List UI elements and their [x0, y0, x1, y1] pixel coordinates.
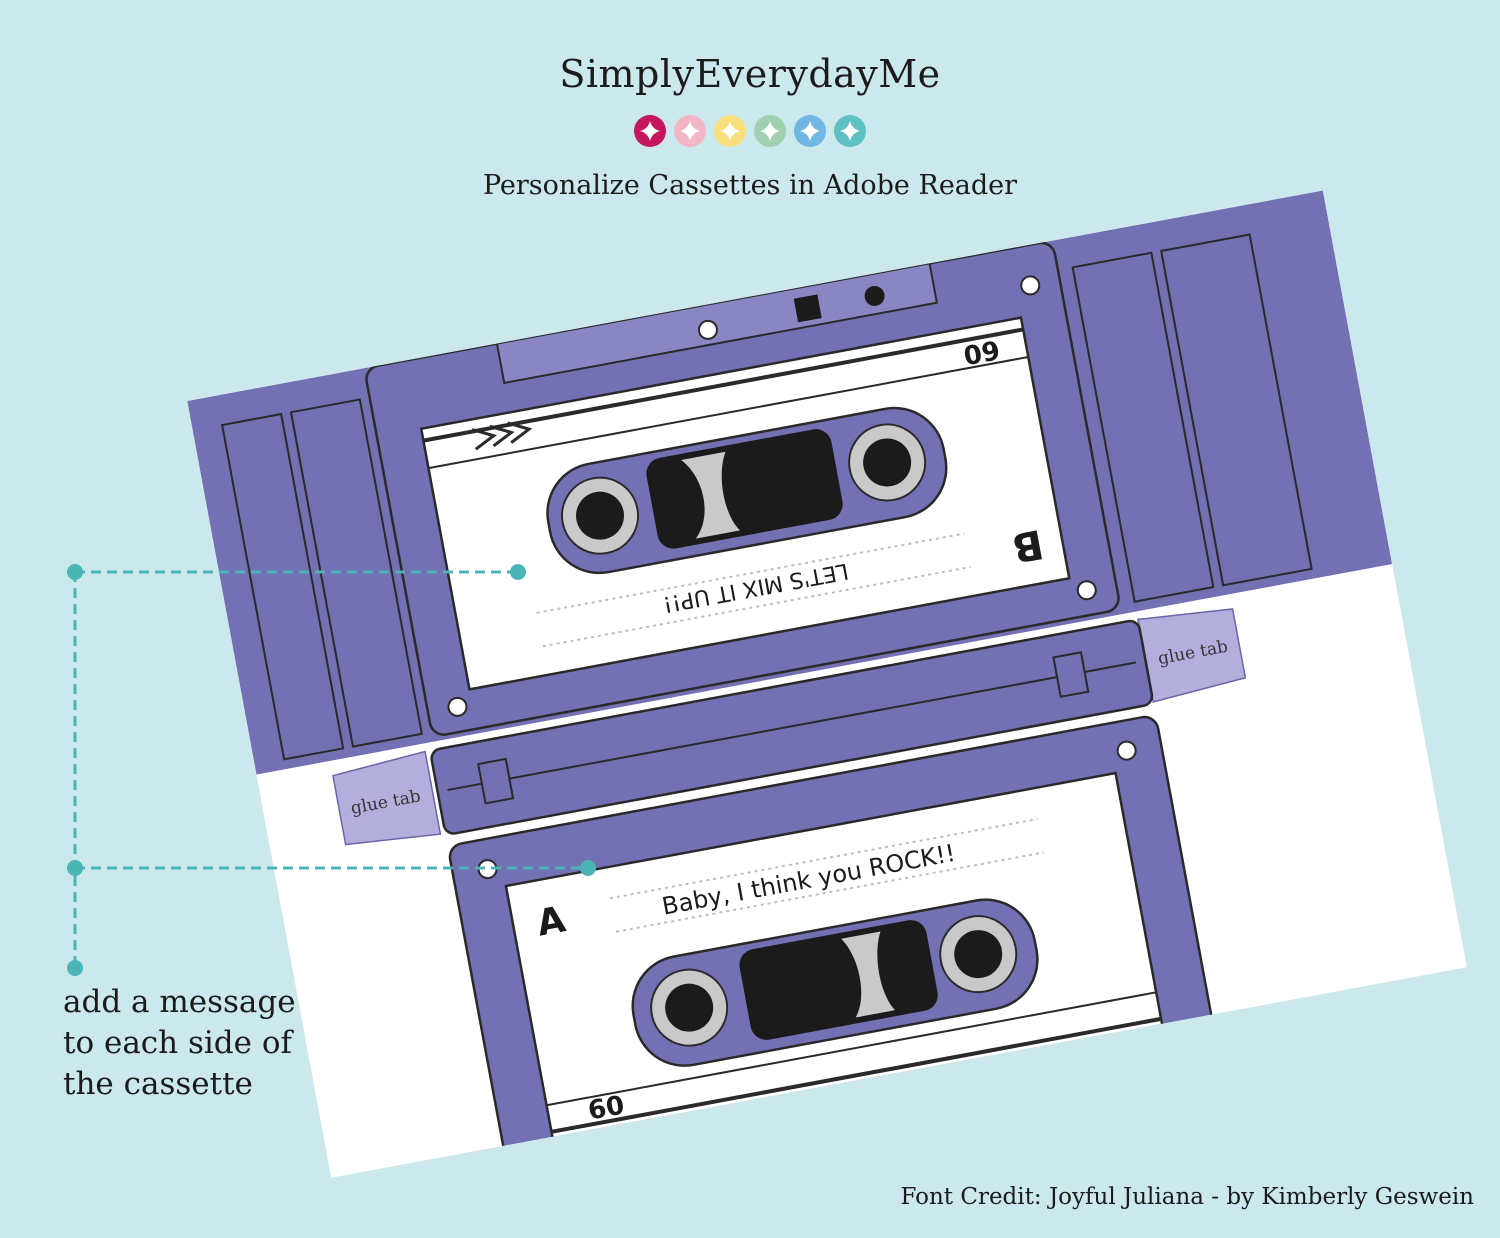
brand-dot-star-icon — [680, 121, 700, 141]
callout-line-3: the cassette — [63, 1066, 253, 1102]
side-b-length: 60 — [961, 333, 1002, 369]
side-a-length: 60 — [586, 1090, 627, 1126]
callout-line-1: add a message — [63, 984, 296, 1020]
callout-line-2: to each side of — [63, 1025, 292, 1061]
brand-dot-star-icon — [640, 121, 660, 141]
brand-dots — [634, 115, 866, 147]
brand-dot-star-icon — [800, 121, 820, 141]
callout-text: add a message to each side of the casset… — [63, 982, 363, 1105]
font-credit: Font Credit: Joyful Juliana - by Kimberl… — [900, 1184, 1474, 1210]
brand-title: SimplyEverydayMe — [559, 52, 941, 96]
glue-tab-left-shape — [332, 750, 442, 846]
brand-dot-star-icon — [840, 121, 860, 141]
brand-dot-star-icon — [720, 121, 740, 141]
page-subtitle: Personalize Cassettes in Adobe Reader — [482, 170, 1018, 201]
brand-dot-star-icon — [760, 121, 780, 141]
